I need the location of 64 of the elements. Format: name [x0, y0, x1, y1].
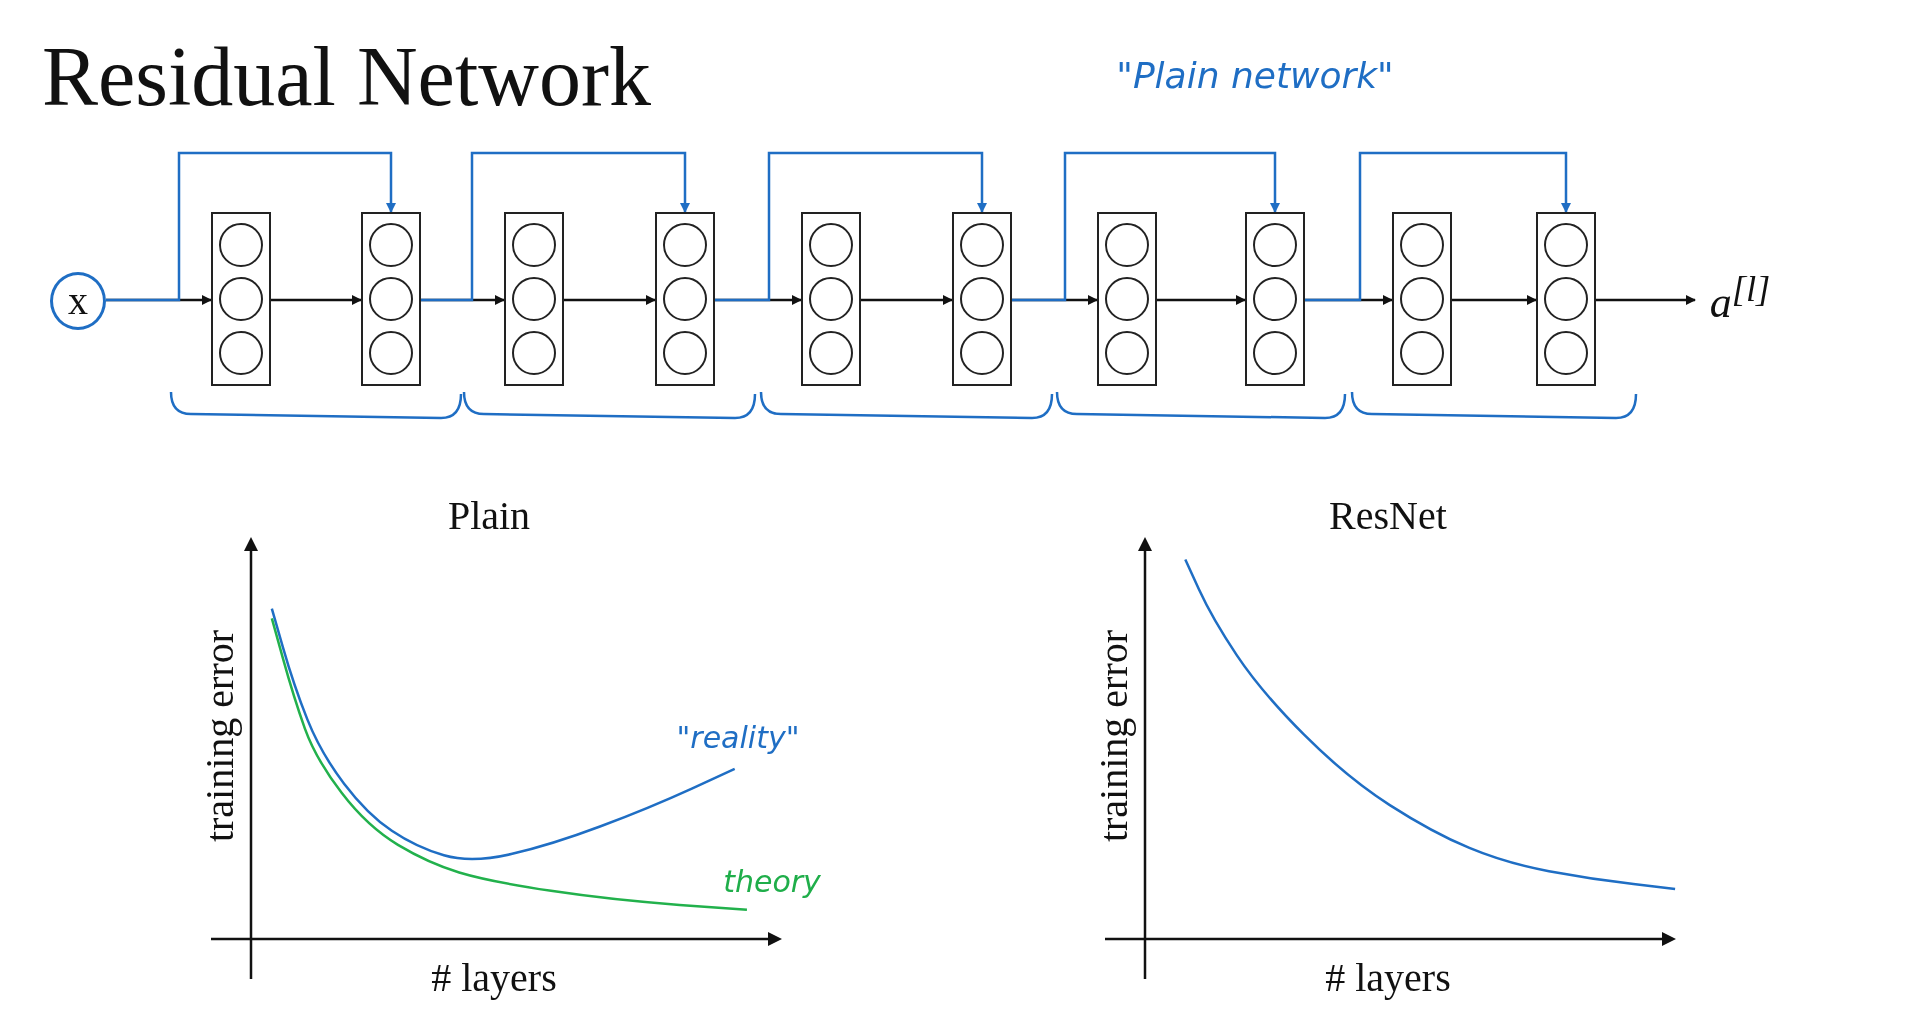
- arrow: [1452, 295, 1537, 305]
- handwritten-note: "reality": [676, 723, 800, 753]
- layer-box: [1392, 212, 1452, 386]
- neuron-circle: [1544, 331, 1588, 375]
- neuron-circle: [369, 277, 413, 321]
- neuron-circle: [1400, 223, 1444, 267]
- arrow: [861, 295, 953, 305]
- neuron-circle: [663, 331, 707, 375]
- neuron-circle: [809, 331, 853, 375]
- skip-connection-arrow: [1305, 151, 1571, 302]
- neuron-circle: [809, 223, 853, 267]
- layer-box: [1245, 212, 1305, 386]
- layer-box: [211, 212, 271, 386]
- skip-connection-arrow: [421, 151, 690, 302]
- skip-connection-arrow: [1012, 151, 1280, 302]
- input-label: x: [68, 281, 88, 321]
- layer-box: [504, 212, 564, 386]
- neuron-circle: [960, 331, 1004, 375]
- neuron-circle: [512, 223, 556, 267]
- neuron-circle: [1105, 331, 1149, 375]
- neuron-circle: [1105, 277, 1149, 321]
- layer-box: [801, 212, 861, 386]
- arrow: [271, 295, 362, 305]
- input-circle: [50, 272, 106, 330]
- chart-label: Plain: [447, 496, 531, 536]
- neuron-circle: [512, 277, 556, 321]
- arrow: [564, 295, 656, 305]
- neuron-circle: [1544, 223, 1588, 267]
- handwritten-note: "Plain network": [1116, 58, 1394, 94]
- axis-label: training error: [200, 629, 240, 843]
- neuron-circle: [1400, 331, 1444, 375]
- chart-label: # layers: [1325, 958, 1451, 998]
- neuron-circle: [960, 223, 1004, 267]
- neuron-circle: [369, 223, 413, 267]
- neuron-circle: [219, 331, 263, 375]
- neuron-circle: [1400, 277, 1444, 321]
- skip-connection-arrow: [715, 151, 987, 302]
- chart-label: ResNet: [1329, 496, 1447, 536]
- skip-connection-arrow: [106, 151, 396, 302]
- arrow: [1596, 295, 1696, 305]
- chart-label: # layers: [431, 958, 557, 998]
- neuron-circle: [1544, 277, 1588, 321]
- neuron-circle: [663, 277, 707, 321]
- layer-box: [361, 212, 421, 386]
- neuron-circle: [809, 277, 853, 321]
- neuron-circle: [1253, 277, 1297, 321]
- layer-box: [1097, 212, 1157, 386]
- neuron-circle: [1253, 223, 1297, 267]
- axis-label: training error: [1094, 629, 1134, 843]
- output-label: a$^{[l]}$: [1709, 271, 1771, 325]
- neuron-circle: [663, 223, 707, 267]
- handwritten-note: theory: [723, 867, 821, 897]
- neuron-circle: [1105, 223, 1149, 267]
- neuron-circle: [1253, 331, 1297, 375]
- neuron-circle: [369, 331, 413, 375]
- layer-box: [655, 212, 715, 386]
- neuron-circle: [960, 277, 1004, 321]
- layer-box: [1536, 212, 1596, 386]
- neuron-circle: [219, 277, 263, 321]
- layer-box: [952, 212, 1012, 386]
- title: Residual Network: [42, 29, 651, 125]
- neuron-circle: [219, 223, 263, 267]
- neuron-circle: [512, 331, 556, 375]
- arrow: [1157, 295, 1246, 305]
